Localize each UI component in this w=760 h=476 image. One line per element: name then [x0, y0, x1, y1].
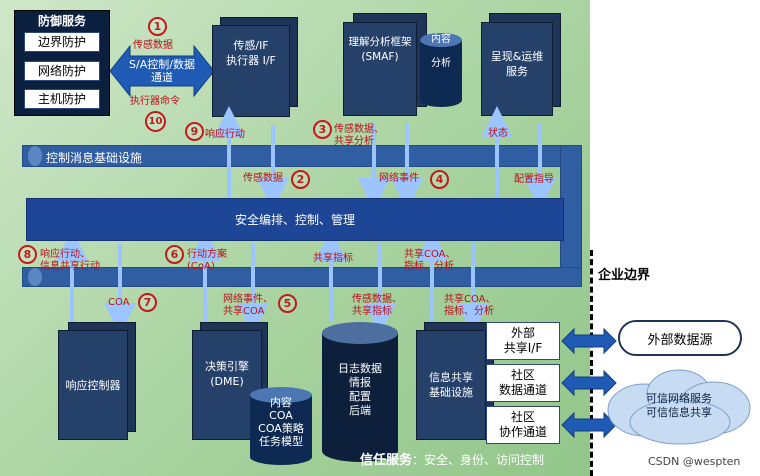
response-action-label: 响应行动 — [205, 129, 245, 140]
step-1-marker: 1 — [148, 17, 167, 36]
step-4-marker: 4 — [430, 170, 449, 189]
boundary-protection: 边界防护 — [24, 32, 100, 52]
community-collab-channel: 社区 协作通道 — [486, 406, 560, 444]
bar-end-cap — [28, 146, 42, 166]
bar-end-cap-bottom — [28, 268, 42, 286]
share-coa-label-1: 共享COA、 指标、分析 — [404, 249, 456, 272]
content-analysis-label: 内容 分析 — [431, 34, 451, 69]
log-cylinder-top — [322, 322, 398, 344]
defense-title: 防御服务 — [37, 14, 86, 28]
control-bar-bottom — [22, 267, 582, 287]
sensor-share-indicator-label: 传感数据、 共享指标 — [352, 294, 402, 317]
external-data-source: 外部数据源 — [618, 320, 742, 356]
trusted-network-cloud — [607, 369, 751, 445]
dme-db-top — [250, 387, 312, 403]
response-share-label: 响应行动、 信息共享行动 — [40, 249, 100, 272]
sa-double-arrow — [110, 44, 214, 98]
smaf-box: 理解分析框架 (SMAF) — [343, 22, 417, 116]
sensor-share-analysis-label: 传感数据、 共享分析 — [334, 124, 384, 147]
dme-db-bottom — [250, 449, 312, 465]
host-protection: 主机防护 — [24, 89, 100, 109]
enterprise-boundary-label: 企业边界 — [598, 268, 651, 283]
content-cylinder-top — [420, 33, 462, 47]
step-7-marker: 7 — [138, 293, 157, 312]
enterprise-boundary-line — [590, 250, 593, 476]
content-cylinder — [420, 40, 462, 100]
external-share-if: 外部 共享I/F — [486, 322, 560, 360]
log-cylinder — [322, 333, 398, 451]
share-indicator-label: 共享指标 — [313, 253, 353, 264]
step-9-marker: 9 — [185, 122, 204, 141]
step-2-marker: 2 — [291, 170, 310, 189]
info-share-box: 信息共享 基础设施 — [416, 330, 486, 440]
orchestration-bar: 安全编排、控制、管理 — [26, 198, 564, 241]
step-8-marker: 8 — [18, 245, 37, 264]
step-3-marker: 3 — [313, 120, 332, 139]
actuator-command-label: 执行器命令 — [130, 96, 180, 107]
status-label: 状态 — [488, 128, 508, 139]
coa-label: COA — [108, 297, 130, 308]
dme-db-label: 内容 COA COA策略 任务模型 — [258, 396, 304, 448]
step-5-marker: 5 — [278, 294, 297, 313]
sa-channel-label: S/A控制/数据 通道 — [129, 58, 195, 84]
trust-detail: ：安全、身份、访问控制 — [412, 453, 545, 467]
trust-title: 信任服务 — [360, 453, 413, 468]
cloud-label: 可信网络服务 可信信息共享 — [646, 392, 712, 419]
sensor-data-label-2: 传感数据 — [243, 173, 283, 184]
step-10-marker: 10 — [145, 111, 166, 132]
log-cylinder-bottom — [322, 440, 398, 462]
control-bar-label: 控制消息基础设施 — [46, 151, 143, 165]
watermark: CSDN @wespten — [648, 455, 741, 468]
share-coa-label-2: 共享COA、 指标、分析 — [444, 294, 496, 317]
present-ops-box: 呈现&运维 服务 — [481, 22, 553, 116]
community-data-channel: 社区 数据通道 — [486, 364, 560, 402]
network-event-label: 网络事件 — [379, 173, 419, 184]
config-guide-label: 配置指导 — [514, 174, 554, 185]
trust-services: 信任服务：安全、身份、访问控制 — [360, 449, 544, 468]
external-arrows — [561, 327, 617, 439]
network-protection: 网络防护 — [24, 61, 100, 81]
network-event-coa-label: 网络事件、 共享COA — [223, 294, 273, 317]
coa-plan-label: 行动方案 (CoA) — [187, 249, 227, 272]
flow-arrows — [56, 106, 556, 335]
step-6-marker: 6 — [165, 245, 184, 264]
sensor-if-box: 传感/IF 执行器 I/F — [212, 25, 290, 117]
log-data-label: 日志数据 情报 配置 后端 — [338, 362, 382, 417]
content-cylinder-bottom — [420, 93, 462, 107]
response-controller-box: 响应控制器 — [58, 330, 128, 440]
sensor-data-label-1: 传感数据 — [133, 40, 173, 51]
dme-db-cylinder — [250, 395, 312, 457]
